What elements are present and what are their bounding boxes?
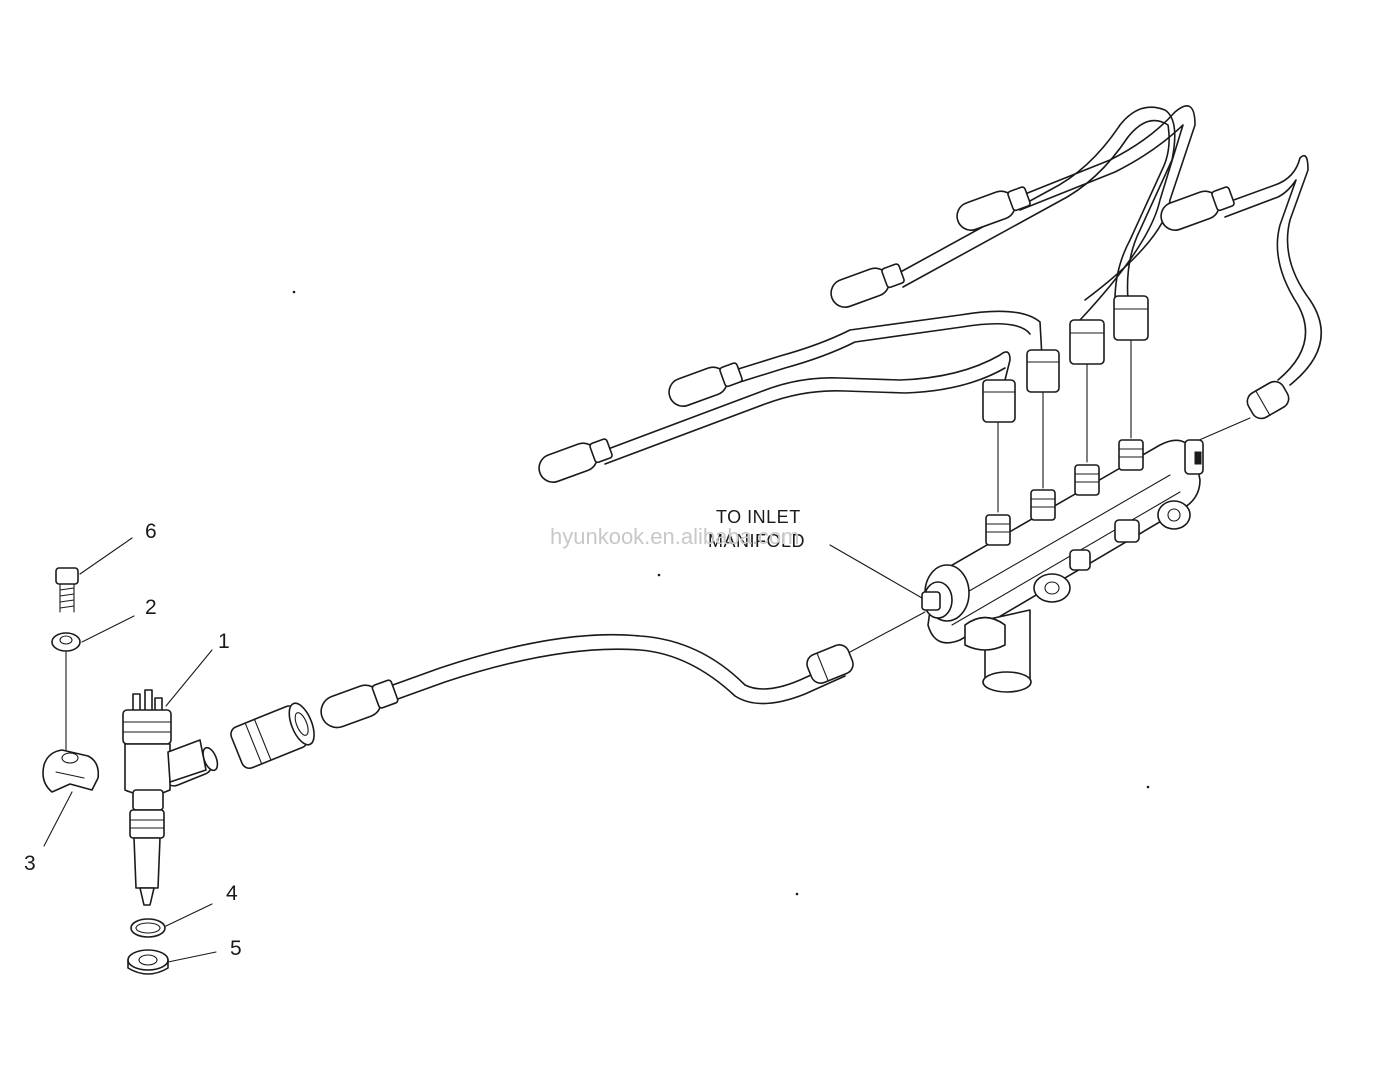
annotation-line-1: TO INLET [716, 507, 801, 527]
fuel-injector [122, 689, 207, 906]
rail-line-nuts [982, 295, 1290, 423]
callout-1: 1 [218, 630, 230, 653]
speck [292, 290, 296, 294]
callout-5: 5 [230, 937, 242, 960]
rail-port-1 [985, 514, 1011, 546]
rail-port-4 [1118, 439, 1144, 471]
speck [1146, 785, 1150, 789]
rail-port-2 [1030, 489, 1056, 521]
nozzle-seal-washer [127, 949, 169, 975]
rail-inlet-fitting [964, 609, 1032, 693]
injector-fuel-lines [599, 105, 1323, 465]
rail-mount-bosses [1033, 500, 1191, 603]
callout-3: 3 [24, 852, 36, 875]
annotation-leader [829, 544, 923, 599]
injector-supply-line [320, 611, 926, 729]
rail-port-3 [1074, 464, 1100, 496]
nozzle-o-ring [130, 918, 166, 938]
rail-pressure-sensor [921, 564, 970, 622]
annotation-line-2: MANIFOLD [708, 531, 805, 551]
rail-end-plug [1184, 439, 1204, 475]
injector-line-connectors [538, 186, 1235, 483]
callout-2: 2 [145, 596, 157, 619]
assembly-lines [997, 339, 1251, 513]
callout-leaders [43, 537, 217, 963]
bolt-washer [51, 632, 81, 652]
common-rail [921, 439, 1204, 693]
callout-4: 4 [226, 882, 238, 905]
speck [657, 573, 661, 577]
injector-clamp [42, 749, 100, 793]
clamp-bolt [55, 567, 79, 613]
callout-6: 6 [145, 520, 157, 543]
speck [795, 892, 799, 896]
watermark: hyunkook.en.alibaba.com [550, 524, 800, 549]
